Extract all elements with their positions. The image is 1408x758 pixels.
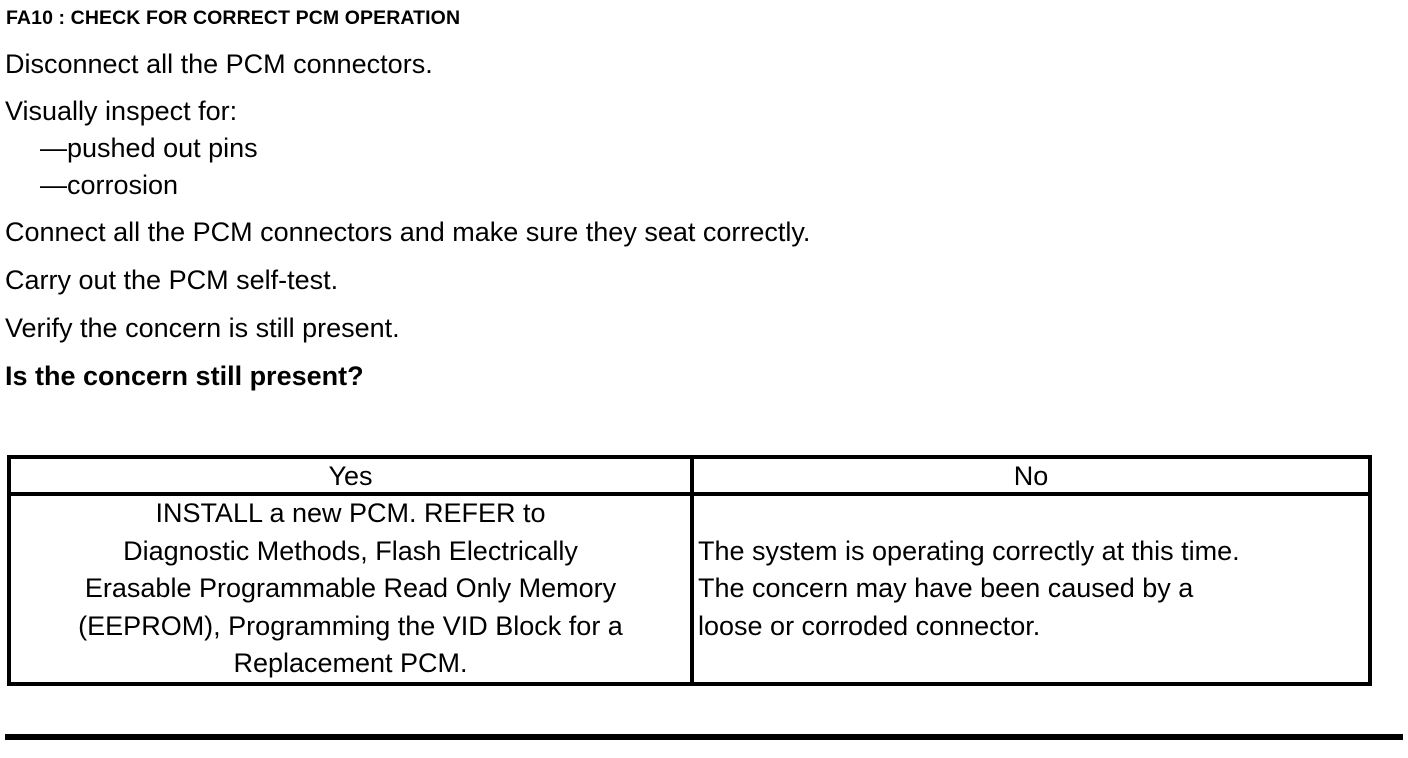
instruction-line: Carry out the PCM self-test. [5,265,339,295]
table-body-row: INSTALL a new PCM. REFER to Diagnostic Me… [11,496,1368,682]
instruction-line: —corrosion [40,170,179,200]
yes-cell-line: Diagnostic Methods, Flash Electrically [123,535,578,566]
instruction-line: —pushed out pins [40,133,258,163]
decision-table: Yes No INSTALL a new PCM. REFER to Diagno… [7,455,1372,686]
header-column-divider [690,459,694,492]
instruction-line: Is the concern still present? [5,361,364,391]
yes-cell-line: Erasable Programmable Read Only Memory [84,573,617,604]
page-title: FA10 : CHECK FOR CORRECT PCM OPERATION [6,7,461,29]
table-header-row: Yes No [11,459,1368,496]
table-cell-no-action: The system is operating correctly at thi… [694,496,1368,682]
instruction-line: Visually inspect for: [5,96,238,126]
yes-cell-line: Replacement PCM. [233,648,468,679]
no-cell-line: loose or corroded connector. [698,610,1041,641]
table-header-yes: Yes [328,460,373,491]
instruction-line: Connect all the PCM connectors and make … [5,217,811,247]
table-cell-yes-action: INSTALL a new PCM. REFER to Diagnostic Me… [11,496,690,682]
instruction-line: Disconnect all the PCM connectors. [5,49,433,79]
footer-rule [5,734,1403,740]
yes-cell-line: INSTALL a new PCM. REFER to [155,498,546,529]
body-column-divider [690,496,694,682]
no-cell-line: The system is operating correctly at thi… [698,535,1240,566]
no-cell-line: The concern may have been caused by a [698,573,1194,604]
yes-cell-line: (EEPROM), Programming the VID Block for … [78,610,623,641]
instruction-line: Verify the concern is still present. [5,313,400,343]
table-header-no: No [1013,460,1049,491]
